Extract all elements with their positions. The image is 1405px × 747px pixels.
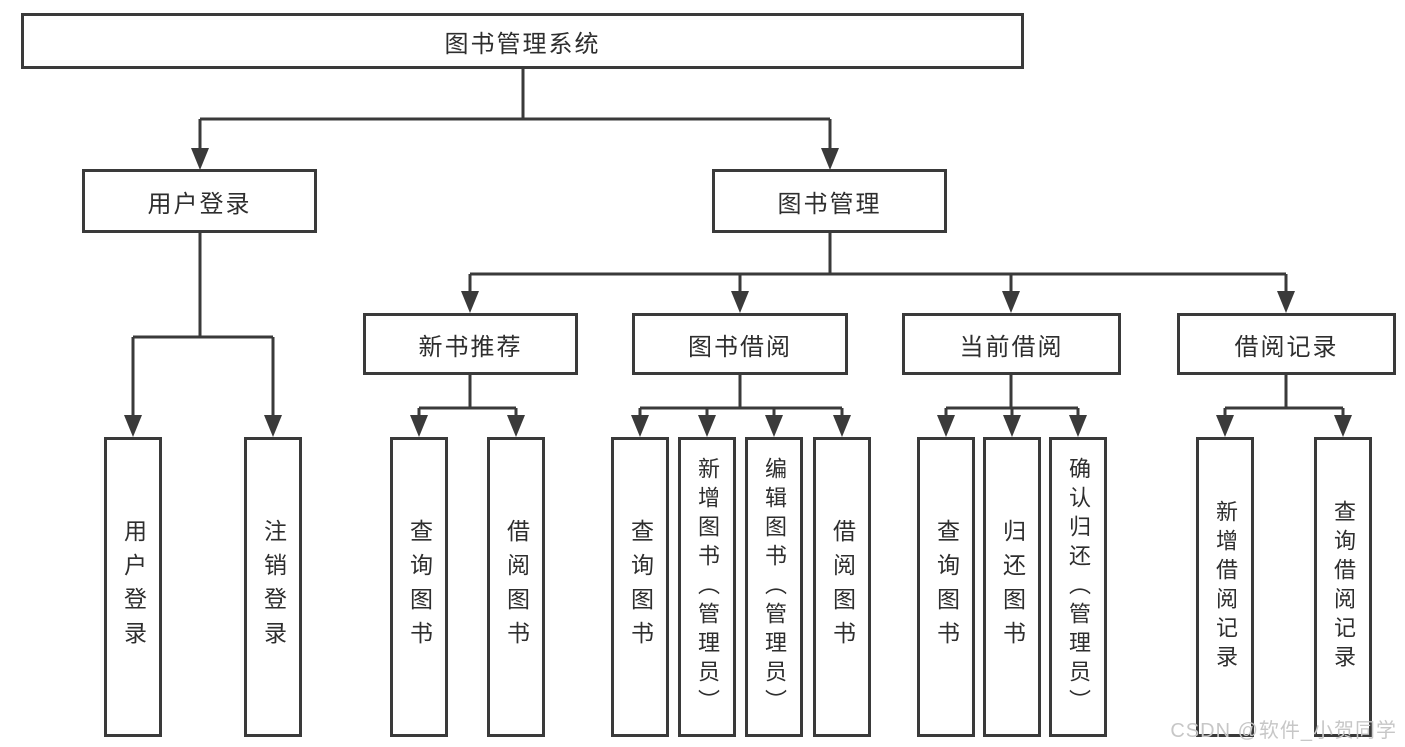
node-new-book-recommend: 新书推荐 bbox=[363, 313, 578, 375]
node-borrowing-records: 借阅记录 bbox=[1177, 313, 1396, 375]
node-query-borrow-record: 查询借阅记录 bbox=[1314, 437, 1372, 737]
csdn-watermark: CSDN @软件_小贺同学 bbox=[1170, 720, 1397, 742]
node-label: 查询图书 bbox=[627, 519, 654, 655]
node-return-books: 归还图书 bbox=[983, 437, 1041, 737]
node-add-borrow-record: 新增借阅记录 bbox=[1196, 437, 1254, 737]
node-book-management-group: 图书管理 bbox=[712, 169, 947, 233]
node-label: 编辑图书（管理员） bbox=[762, 456, 787, 718]
node-logout: 注销登录 bbox=[244, 437, 302, 737]
arrowhead-icons bbox=[124, 148, 1352, 437]
node-label: 查询图书 bbox=[406, 519, 433, 655]
node-label: 图书管理系统 bbox=[444, 30, 601, 58]
node-label: 注销登录 bbox=[260, 519, 287, 655]
node-label: 用户登录 bbox=[120, 519, 147, 655]
node-label: 用户登录 bbox=[147, 190, 252, 218]
node-label: 借阅记录 bbox=[1234, 333, 1339, 361]
node-label: 图书管理 bbox=[777, 190, 882, 218]
node-edit-books-admin: 编辑图书（管理员） bbox=[745, 437, 803, 737]
node-add-books-admin: 新增图书（管理员） bbox=[678, 437, 736, 737]
node-label: 新增图书（管理员） bbox=[695, 456, 720, 718]
node-label: 确认归还（管理员） bbox=[1066, 456, 1091, 718]
node-query-books-recommend: 查询图书 bbox=[390, 437, 448, 737]
node-label: 借阅图书 bbox=[829, 519, 856, 655]
node-label: 新增借阅记录 bbox=[1213, 500, 1238, 674]
node-book-management-system: 图书管理系统 bbox=[21, 13, 1024, 69]
node-confirm-return-admin: 确认归还（管理员） bbox=[1049, 437, 1107, 737]
node-current-borrowing: 当前借阅 bbox=[902, 313, 1121, 375]
node-query-books-borrowing: 查询图书 bbox=[611, 437, 669, 737]
node-book-borrowing: 图书借阅 bbox=[632, 313, 848, 375]
node-label: 归还图书 bbox=[999, 519, 1026, 655]
node-label: 借阅图书 bbox=[503, 519, 530, 655]
node-borrow-books-recommend: 借阅图书 bbox=[487, 437, 545, 737]
node-user-login: 用户登录 bbox=[104, 437, 162, 737]
node-label: 当前借阅 bbox=[959, 333, 1064, 361]
node-query-books-current: 查询图书 bbox=[917, 437, 975, 737]
node-user-login-group: 用户登录 bbox=[82, 169, 317, 233]
node-borrow-books: 借阅图书 bbox=[813, 437, 871, 737]
node-label: 查询图书 bbox=[933, 519, 960, 655]
node-label: 新书推荐 bbox=[418, 333, 523, 361]
node-label: 查询借阅记录 bbox=[1331, 500, 1356, 674]
node-label: 图书借阅 bbox=[688, 333, 792, 361]
